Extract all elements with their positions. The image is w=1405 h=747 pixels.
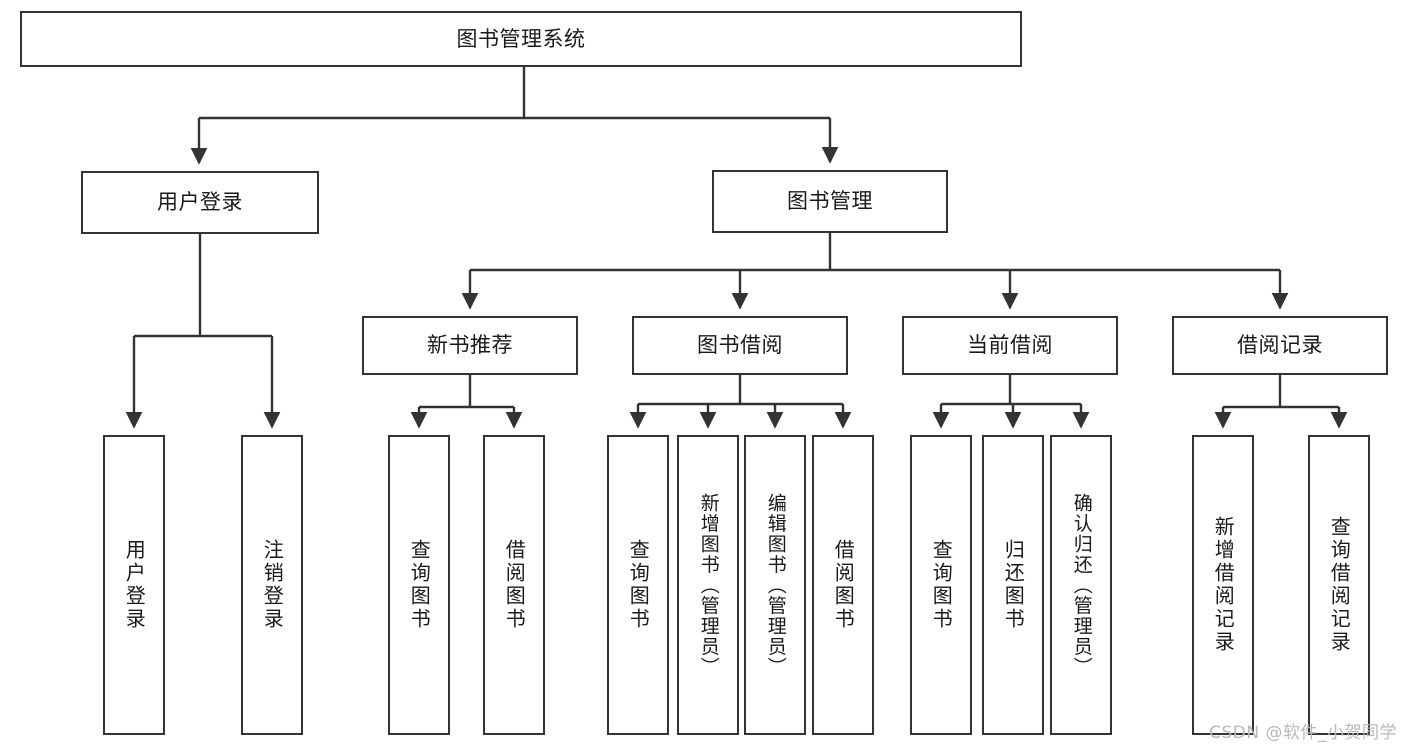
- node-borrow-record[interactable]: 借阅记录: [1172, 316, 1388, 375]
- node-new-book-rec[interactable]: 新书推荐: [362, 316, 578, 375]
- node-new-book-rec-label: 新书推荐: [427, 333, 513, 358]
- node-leaf-confirm-return-label: 确认归还（管理员）: [1070, 492, 1093, 678]
- node-book-manage-label: 图书管理: [787, 189, 873, 214]
- node-leaf-user-login[interactable]: 用户登录: [103, 435, 165, 735]
- node-leaf-query-book-rec-label: 查询图书: [407, 539, 432, 631]
- node-leaf-user-login-label: 用户登录: [122, 539, 147, 631]
- node-leaf-query-book-rec[interactable]: 查询图书: [388, 435, 450, 735]
- node-leaf-query-book-current-label: 查询图书: [929, 539, 954, 631]
- node-leaf-query-record[interactable]: 查询借阅记录: [1308, 435, 1370, 735]
- node-book-borrow[interactable]: 图书借阅: [632, 316, 848, 375]
- node-leaf-user-logout[interactable]: 注销登录: [241, 435, 303, 735]
- node-current-borrow[interactable]: 当前借阅: [902, 316, 1118, 375]
- node-leaf-borrow-book-label: 借阅图书: [831, 539, 856, 631]
- node-leaf-edit-book[interactable]: 编辑图书（管理员）: [744, 435, 806, 735]
- node-leaf-add-record[interactable]: 新增借阅记录: [1192, 435, 1254, 735]
- node-leaf-borrow-book-rec[interactable]: 借阅图书: [483, 435, 545, 735]
- node-book-manage[interactable]: 图书管理: [712, 170, 948, 233]
- node-leaf-return-book-label: 归还图书: [1001, 539, 1026, 631]
- node-leaf-add-record-label: 新增借阅记录: [1211, 516, 1236, 654]
- node-current-borrow-label: 当前借阅: [967, 333, 1053, 358]
- node-leaf-query-record-label: 查询借阅记录: [1327, 516, 1352, 654]
- node-leaf-return-book[interactable]: 归还图书: [982, 435, 1044, 735]
- node-borrow-record-label: 借阅记录: [1237, 333, 1323, 358]
- node-leaf-borrow-book[interactable]: 借阅图书: [812, 435, 874, 735]
- node-leaf-edit-book-label: 编辑图书（管理员）: [764, 492, 787, 678]
- node-book-borrow-label: 图书借阅: [697, 333, 783, 358]
- node-root-label: 图书管理系统: [456, 26, 586, 51]
- node-root[interactable]: 图书管理系统: [20, 11, 1022, 67]
- node-leaf-user-logout-label: 注销登录: [260, 539, 285, 631]
- node-user-login-label: 用户登录: [157, 190, 243, 215]
- node-leaf-confirm-return[interactable]: 确认归还（管理员）: [1050, 435, 1112, 735]
- node-leaf-add-book[interactable]: 新增图书（管理员）: [677, 435, 739, 735]
- node-leaf-borrow-book-rec-label: 借阅图书: [502, 539, 527, 631]
- node-leaf-query-book-current[interactable]: 查询图书: [910, 435, 972, 735]
- node-leaf-add-book-label: 新增图书（管理员）: [697, 492, 720, 678]
- node-leaf-query-book-borrow-label: 查询图书: [626, 539, 651, 631]
- node-user-login[interactable]: 用户登录: [81, 171, 319, 234]
- node-leaf-query-book-borrow[interactable]: 查询图书: [607, 435, 669, 735]
